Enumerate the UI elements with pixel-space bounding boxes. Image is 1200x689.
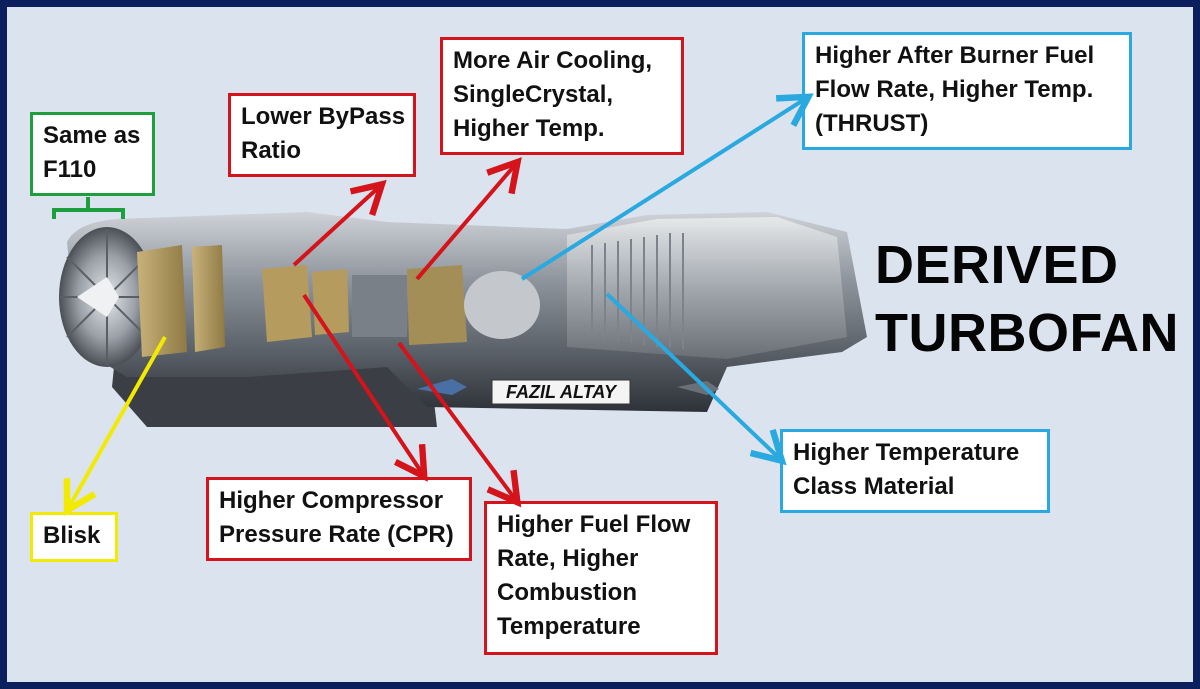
combustor xyxy=(352,275,407,337)
callout-line: Lower ByPass xyxy=(241,103,406,130)
callout-line: Higher Temp. xyxy=(453,115,605,142)
callout-compressor: Higher Compressor Pressure Rate (CPR) xyxy=(206,477,472,561)
callout-line: Flow Rate, Higher Temp. xyxy=(815,76,1094,103)
afterburner-nozzle xyxy=(567,217,847,359)
callout-line: (THRUST) xyxy=(815,110,929,137)
diagram-title: DERIVED TURBOFAN xyxy=(875,231,1179,367)
callout-line: Rate, Higher xyxy=(497,545,639,572)
turbine-section xyxy=(407,265,467,345)
callout-material: Higher Temperature Class Material xyxy=(780,429,1050,513)
callout-line: Temperature xyxy=(497,613,641,640)
title-line-1: DERIVED xyxy=(875,235,1119,295)
callout-line: Ratio xyxy=(241,137,301,164)
callout-line: Higher After Burner Fuel xyxy=(815,42,1095,69)
callout-afterburner: Higher After Burner Fuel Flow Rate, High… xyxy=(802,32,1132,150)
callout-combustion: Higher Fuel Flow Rate, Higher Combustion… xyxy=(484,501,718,655)
nose-cone xyxy=(77,277,119,317)
compressor-blades xyxy=(262,265,349,342)
callout-blisk: Blisk xyxy=(30,512,118,562)
callout-line: F110 xyxy=(43,156,97,183)
callout-fan: Same as F110 xyxy=(30,112,155,196)
callout-line: Combustion xyxy=(497,579,637,606)
callout-bypass: Lower ByPass Ratio xyxy=(228,93,416,177)
callout-line: More Air Cooling, xyxy=(453,47,653,74)
callout-line: Blisk xyxy=(43,522,101,549)
title-line-2: TURBOFAN xyxy=(875,303,1179,363)
callout-line: Pressure Rate (CPR) xyxy=(219,521,454,548)
exhaust-cone xyxy=(464,271,540,339)
callout-turbine: More Air Cooling, SingleCrystal, Higher … xyxy=(440,37,684,155)
engine-plate-label: FAZIL ALTAY xyxy=(506,382,616,402)
callout-line: SingleCrystal, xyxy=(453,81,614,108)
callout-line: Higher Compressor xyxy=(219,487,444,514)
callout-line: Higher Fuel Flow xyxy=(497,511,691,538)
callout-line: Same as xyxy=(43,122,141,149)
fan-blades xyxy=(137,245,225,357)
callout-line: Class Material xyxy=(793,473,955,500)
callout-line: Higher Temperature xyxy=(793,439,1020,466)
